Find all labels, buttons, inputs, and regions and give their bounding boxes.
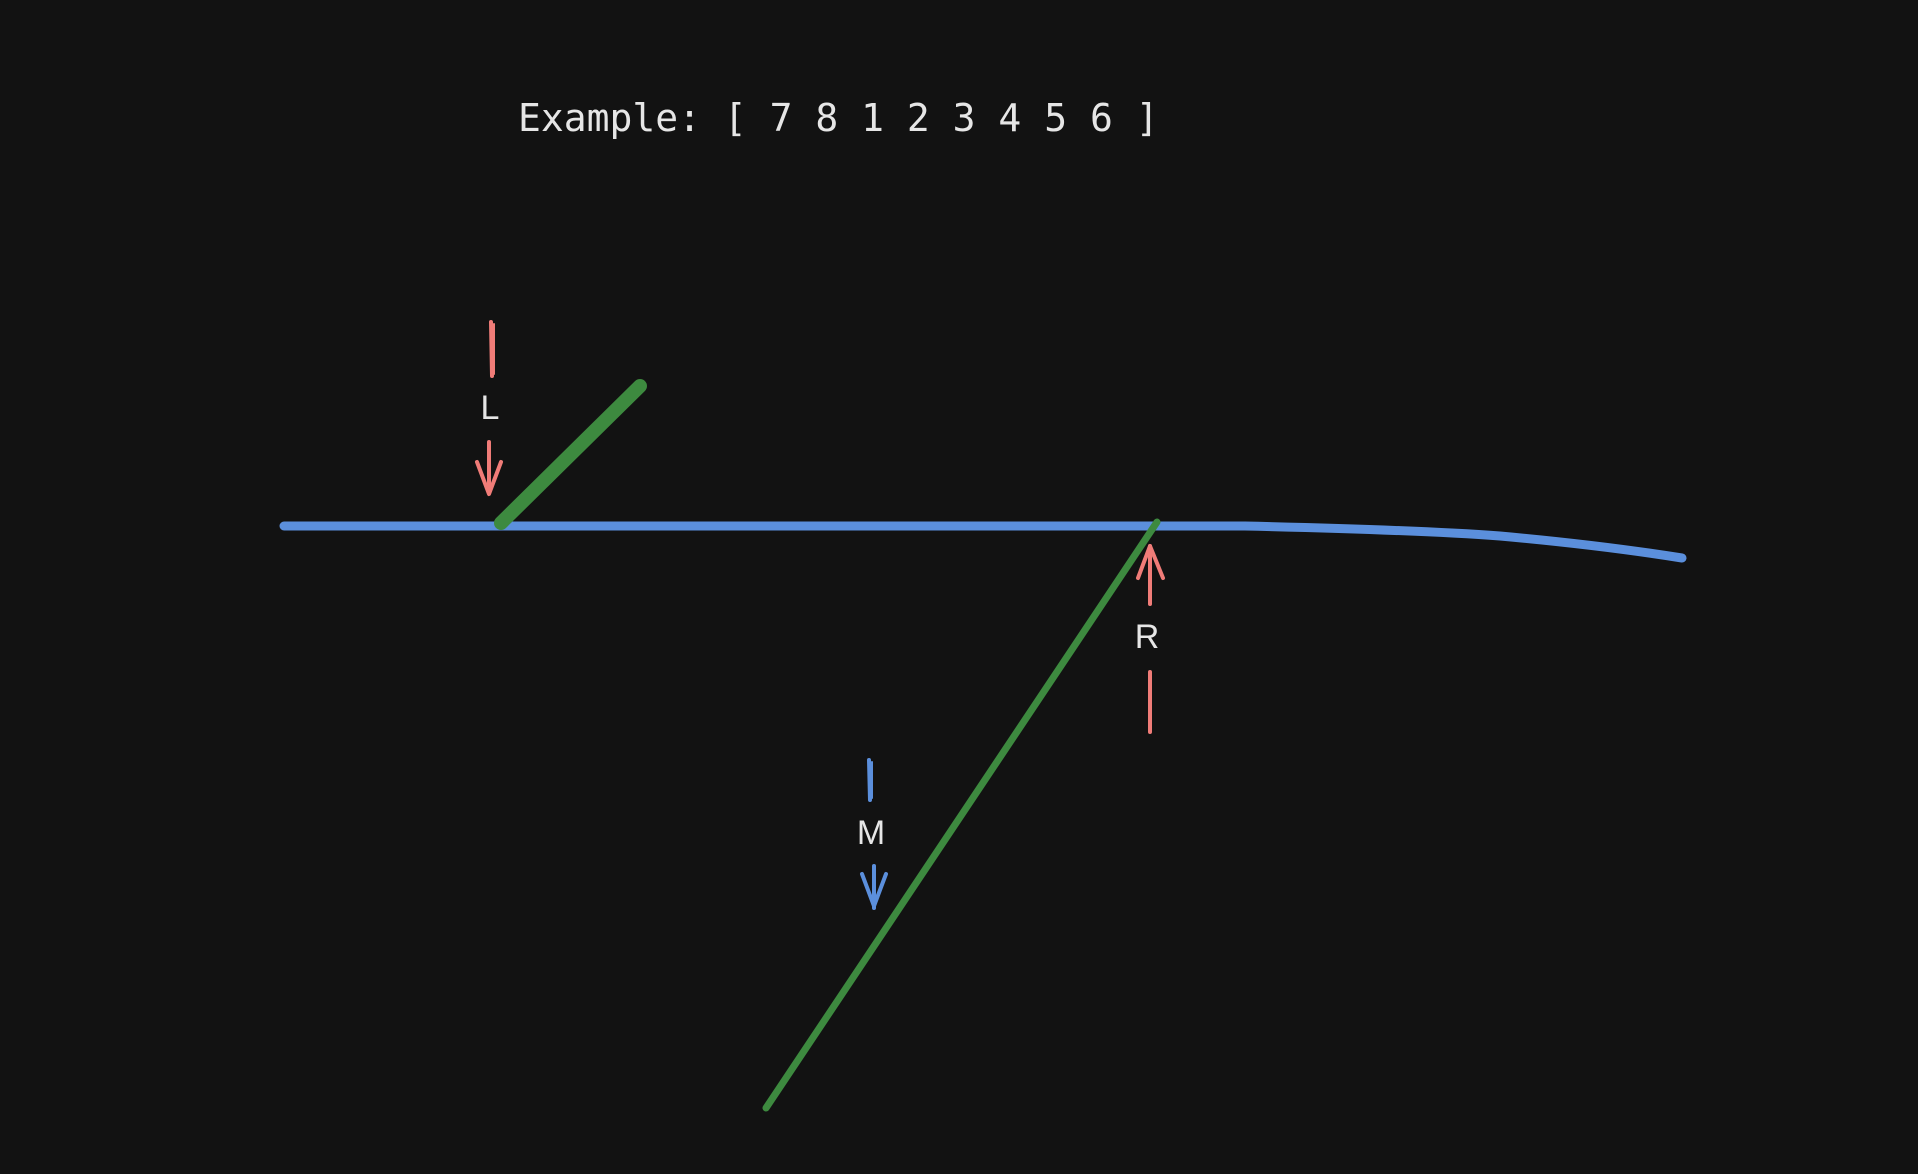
right-pointer-label: R [1135,618,1160,656]
example-caption: Example: [ 7 8 1 2 3 4 5 6 ] [518,96,1159,140]
middle-pointer-label: M [857,814,885,852]
second-segment-line [762,518,1161,1112]
right-pointer-arrow-icon [1136,544,1165,606]
middle-pointer-arrow-icon [860,864,888,910]
right-pointer: R [1135,544,1165,734]
left-pointer-arrow-icon [475,440,503,496]
left-pointer: L [475,320,503,496]
first-segment-line [494,379,647,530]
baseline-line [279,521,1687,563]
left-pointer-marker [489,320,494,378]
middle-pointer: M [857,758,888,910]
middle-pointer-marker [867,758,872,802]
left-pointer-label: L [481,389,500,427]
